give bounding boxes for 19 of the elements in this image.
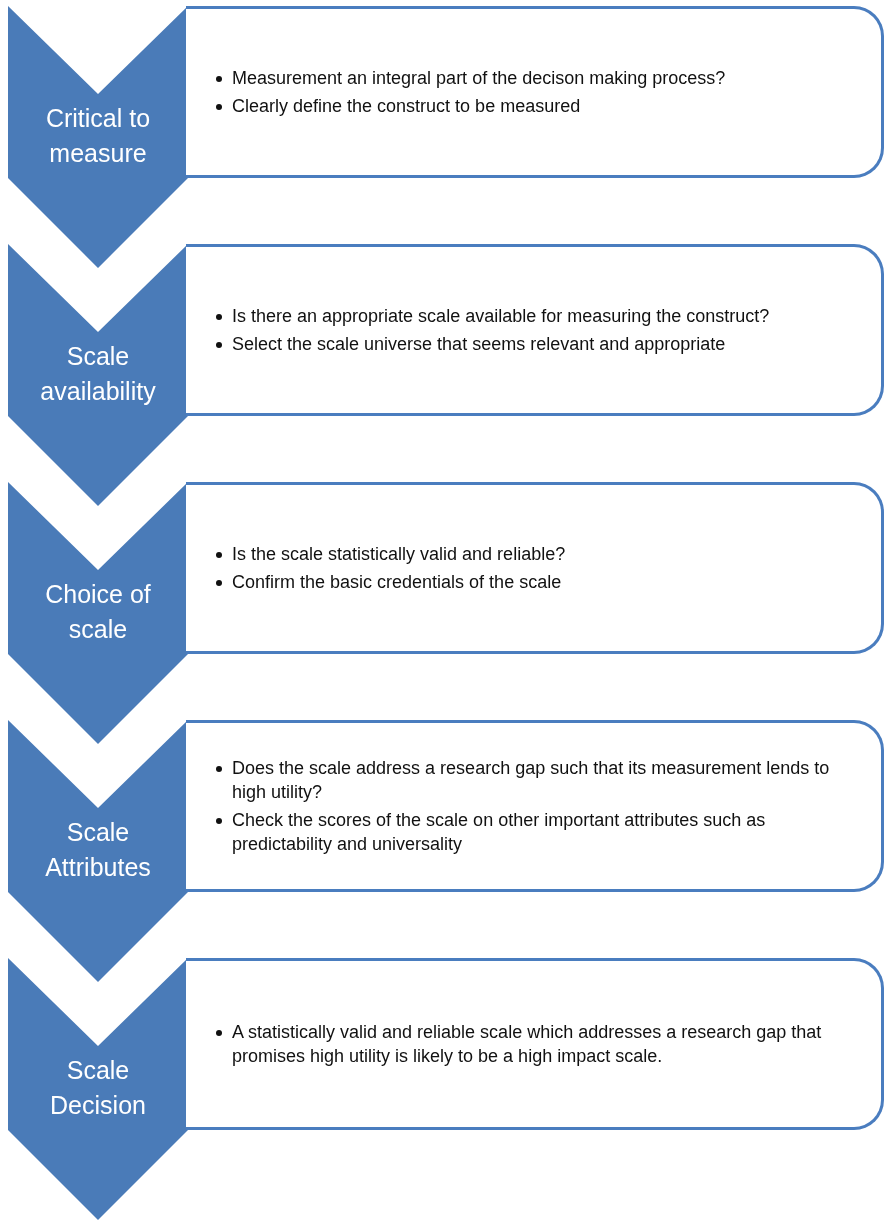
description-box (186, 958, 884, 1130)
step-title: Scale Decision (49, 1055, 147, 1121)
bullet-text: Select the scale universe that seems relevant and appropriate (214, 332, 857, 356)
bullet-text: Does the scale address a research gap such that its measurement lends to high utility? (214, 756, 857, 804)
bullet-text: Is the scale statistically valid and reliable? (214, 542, 857, 566)
step-title: Scale availability (39, 341, 157, 407)
description-box (186, 482, 884, 654)
bullet-text: Measurement an integral part of the decison making process? (214, 66, 857, 90)
bullet-text: A statistically valid and reliable scale which addresses a research gap that promises high utility is likely to be a high impact scale. (214, 1020, 857, 1068)
bullet-text: Check the scores of the scale on other important attributes such as predictability and universality (214, 808, 857, 856)
step-title: Choice of scale (44, 579, 152, 645)
bullet-text: Clearly define the construct to be measured (214, 94, 857, 118)
bullet-text: Confirm the basic credentials of the scale (214, 570, 857, 594)
step-title: Scale Attributes (44, 817, 152, 883)
description-box (186, 244, 884, 416)
description-box (186, 6, 884, 178)
step-title: Critical to measure (44, 103, 152, 169)
description-box (186, 720, 884, 892)
bullet-text: Is there an appropriate scale available for measuring the construct? (214, 304, 857, 328)
